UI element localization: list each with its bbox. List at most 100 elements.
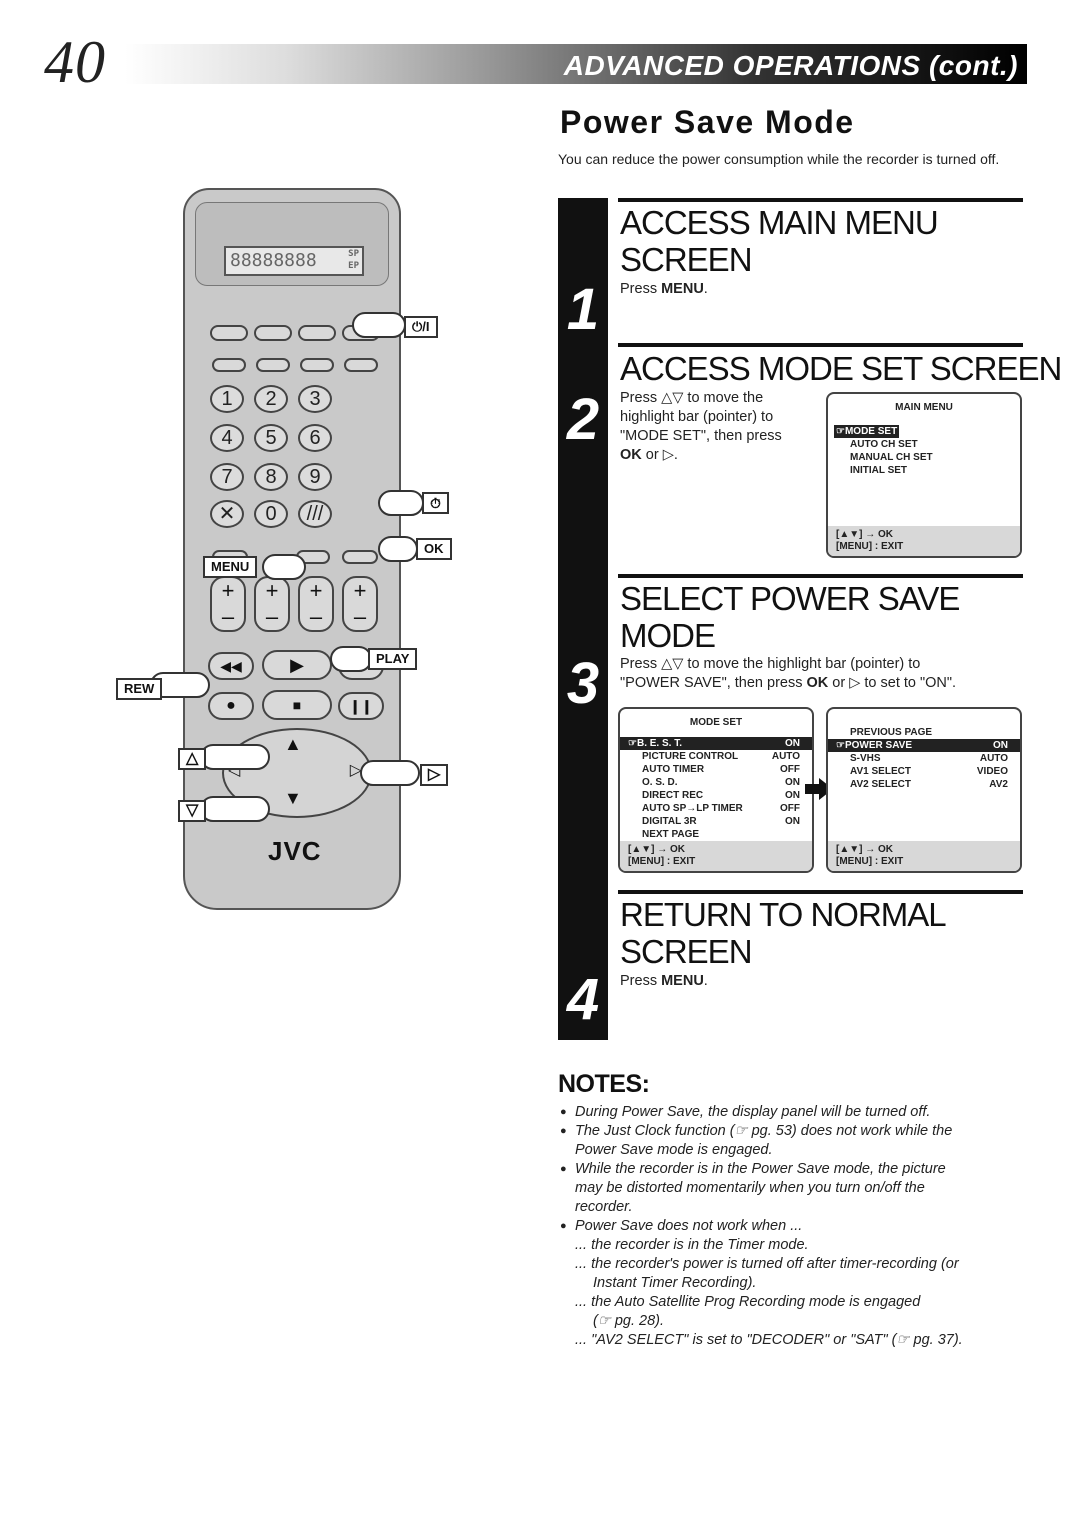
up-arrow-icon[interactable]: ▲ [284, 734, 302, 754]
osd-main-menu-item: ☞MODE SET [834, 425, 900, 438]
pause-button[interactable]: ❙❙ [338, 692, 384, 720]
remote-button[interactable] [256, 358, 290, 372]
header-bar-end [1023, 44, 1027, 84]
step-3-text: Press △▽ to move the highlight bar (poin… [620, 656, 957, 691]
key-1[interactable]: 1 [210, 385, 244, 413]
remote-button[interactable] [344, 358, 378, 372]
notes-list: During Power Save, the display panel wil… [560, 1103, 1030, 1350]
osd-main-menu-footer: [▲▼] → OK [MENU] : EXIT [828, 526, 1020, 556]
osd-main-menu-item: MANUAL CH SET [850, 452, 933, 463]
header-bar [125, 44, 1023, 84]
right-arrow-icon[interactable]: ▷ [349, 762, 362, 779]
hand-pointer [262, 554, 306, 580]
key-slash[interactable]: /// [298, 500, 332, 528]
note-sub-cont: Instant Timer Recording). [593, 1275, 757, 1291]
key-7[interactable]: 7 [210, 463, 244, 491]
step-2-heading: ACCESS MODE SET SCREEN [620, 350, 1062, 387]
key-0[interactable]: 0 [254, 500, 288, 528]
hand-pointer [360, 760, 420, 786]
hand-pointer [378, 490, 424, 516]
osd-mode-set-row: O. S. D.ON [642, 777, 800, 788]
up-label: △ [178, 748, 207, 770]
play-button[interactable]: ▶ [262, 650, 332, 680]
nav-pad[interactable]: ▲ ▼ ◁ ▷ [222, 728, 372, 818]
step-2-rule [618, 343, 1023, 347]
osd-mode-set-row: ☞B. E. S. T.ON [620, 737, 812, 750]
step-1-heading-line2: SCREEN [620, 241, 753, 278]
stop-button[interactable]: ■ [262, 690, 332, 720]
page-number: 40 [44, 29, 106, 95]
note-sub-item: ... the recorder is in the Timer mode. [575, 1237, 809, 1253]
hand-pointer [330, 646, 372, 672]
step-3-heading: SELECT POWER SAVE MODE [620, 580, 960, 654]
step-4-text: Press MENU. [620, 973, 708, 989]
note-sub-cont: (☞ pg. 28). [593, 1313, 665, 1329]
hand-pointer [378, 536, 418, 562]
ok-button[interactable] [342, 550, 378, 564]
steps-column [558, 198, 608, 1040]
step-number-4: 4 [566, 967, 600, 1032]
section-title: Power Save Mode [560, 104, 855, 140]
osd-mode-set-row: NEXT PAGE [642, 829, 700, 840]
record-button[interactable]: ● [208, 692, 254, 720]
rew-label: REW [116, 678, 163, 700]
key-2[interactable]: 2 [254, 385, 288, 413]
cancel-key[interactable]: ✕ [210, 500, 244, 528]
key-8[interactable]: 8 [254, 463, 288, 491]
note-item-cont: Power Save mode is engaged. [575, 1142, 773, 1158]
step-3-rule [618, 574, 1023, 578]
osd-main-menu-title: MAIN MENU [895, 402, 953, 413]
plus-minus-key[interactable]: +– [342, 576, 378, 632]
key-3[interactable]: 3 [298, 385, 332, 413]
note-sub-item: ... the recorder's power is turned off a… [575, 1256, 959, 1272]
key-9[interactable]: 9 [298, 463, 332, 491]
menu-label: MENU [203, 556, 258, 578]
step-number-1: 1 [566, 277, 600, 342]
remote-button[interactable] [212, 358, 246, 372]
jvc-logo: JVC [268, 836, 322, 866]
key-5[interactable]: 5 [254, 424, 288, 452]
note-sub-item: ... the Auto Satellite Prog Recording mo… [575, 1294, 921, 1310]
key-6[interactable]: 6 [298, 424, 332, 452]
hand-pointer [352, 312, 406, 338]
plus-minus-key[interactable]: +– [298, 576, 334, 632]
step-1-text: Press MENU. [620, 281, 708, 297]
remote-button[interactable] [298, 325, 336, 341]
note-item: The Just Clock function (☞ pg. 53) does … [560, 1122, 1030, 1141]
note-item-cont: may be distorted momentarily when you tu… [575, 1180, 925, 1196]
step-number-2: 2 [566, 387, 600, 452]
osd-page2-footer: [▲▼] → OK [MENU] : EXIT [828, 841, 1020, 871]
osd-main-menu-item: AUTO CH SET [850, 439, 918, 450]
plus-minus-key[interactable]: +– [254, 576, 290, 632]
step-4-rule [618, 890, 1023, 894]
osd-main-menu: MAIN MENU ☞MODE SET AUTO CH SET MANUAL C… [826, 392, 1022, 558]
remote-button[interactable] [300, 358, 334, 372]
header-title: ADVANCED OPERATIONS (cont.) [563, 50, 1018, 81]
step-1-rule [618, 198, 1023, 202]
osd-page2-title: PREVIOUS PAGE [850, 727, 933, 738]
step-number-3: 3 [566, 651, 600, 716]
down-arrow-icon[interactable]: ▼ [284, 788, 302, 808]
rewind-button[interactable]: ◀◀ [208, 652, 254, 680]
hand-pointer [200, 744, 270, 770]
timer-label: ⏱ [422, 492, 449, 514]
remote-button[interactable] [254, 325, 292, 341]
osd-mode-set-title: MODE SET [689, 717, 743, 728]
remote-button[interactable] [210, 325, 248, 341]
key-4[interactable]: 4 [210, 424, 244, 452]
note-item-cont: recorder. [575, 1199, 633, 1215]
plus-minus-key[interactable]: +– [210, 576, 246, 632]
down-label: ▽ [178, 800, 207, 822]
step-4-heading: RETURN TO NORMAL SCREEN [620, 896, 947, 970]
notes-title: NOTES: [558, 1070, 650, 1098]
osd-mode-set-footer: [▲▼] → OK [MENU] : EXIT [620, 841, 812, 871]
